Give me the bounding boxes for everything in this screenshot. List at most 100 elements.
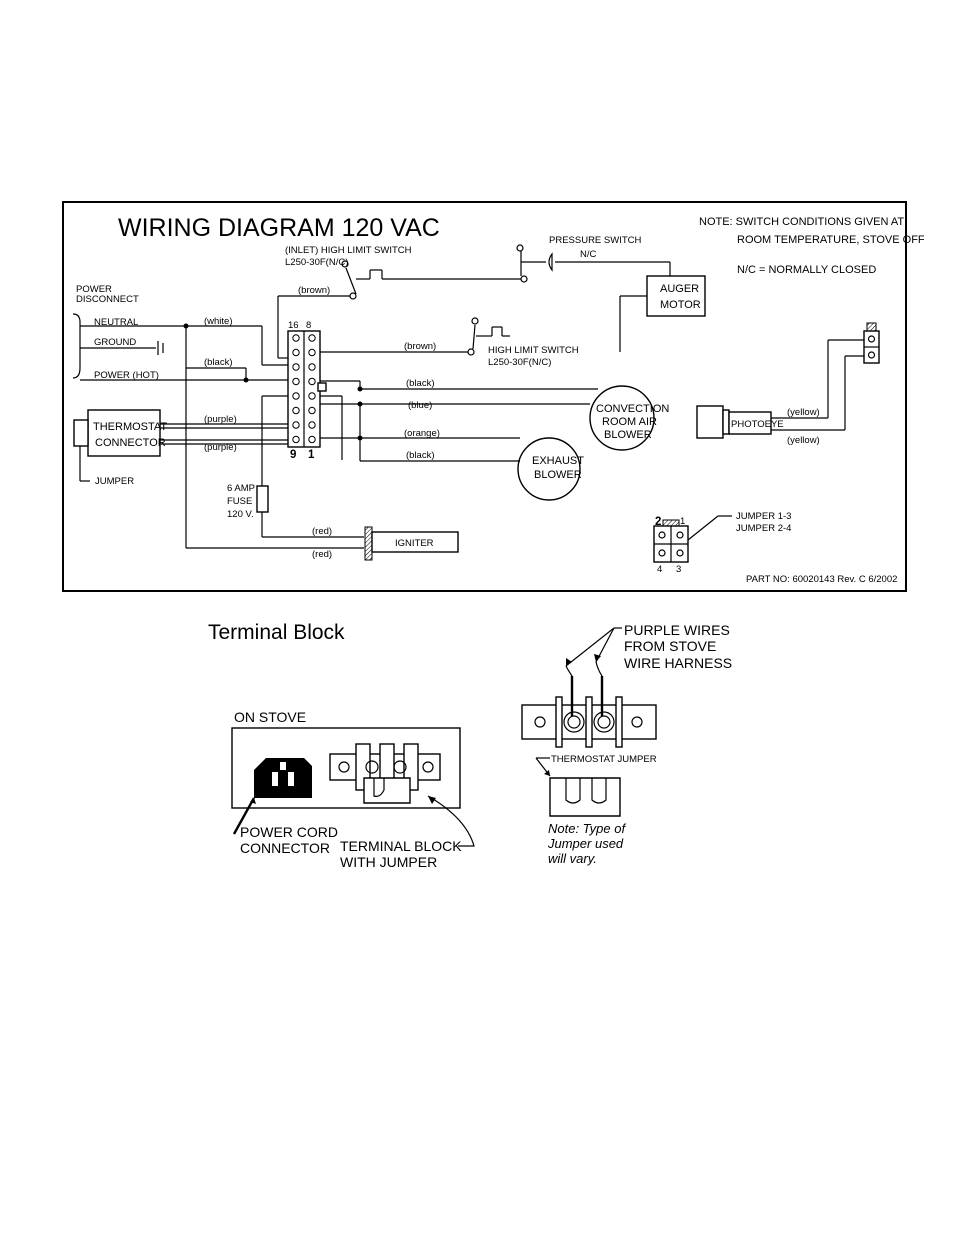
terminal-screw: [308, 348, 316, 357]
exhaust-blower: [517, 437, 581, 501]
terminal-jumper-label-2: WITH JUMPER: [340, 854, 437, 870]
power-disconnect-bracket: [72, 313, 81, 379]
jumper-label: JUMPER: [95, 476, 134, 487]
wire-auger-return: [619, 295, 647, 352]
jumper-leader: [687, 515, 719, 541]
thermostat-jumper-label: THERMOSTAT JUMPER: [551, 754, 657, 765]
high-limit-switch: [320, 317, 510, 356]
terminal-screw: [308, 363, 316, 371]
inlet-high-limit-switch: [341, 260, 521, 300]
thermostat-label-2: CONNECTOR: [95, 437, 166, 449]
power-hot-label: POWER (HOT): [94, 370, 159, 381]
pressure-switch-label-1: PRESSURE SWITCH: [549, 235, 642, 246]
wire-fuse: [186, 395, 364, 549]
igniter-mount: [364, 526, 373, 561]
plug-pin-3: 3: [676, 564, 681, 575]
thermostat-label-1: THERMOSTAT: [93, 421, 167, 433]
terminal-jumper-label-1: TERMINAL BLOCK: [340, 838, 462, 854]
exhaust-label-1: EXHAUST: [532, 455, 584, 467]
terminal-9-label: 9: [290, 449, 296, 461]
purple-wires-label-3: WIRE HARNESS: [624, 655, 732, 671]
power-cord-leader: [232, 797, 256, 835]
thermostat-connector-box: [87, 409, 161, 457]
power-disconnect-label-2: DISCONNECT: [76, 294, 139, 305]
wire-purple: [160, 423, 288, 445]
purple-wires-label-2: FROM STOVE: [624, 638, 716, 654]
terminal-screws: [292, 334, 316, 444]
auger-label-2: MOTOR: [660, 299, 701, 311]
plug-pin-1: 1: [680, 516, 685, 527]
terminal-screw: [292, 406, 300, 415]
wire-yellow: [771, 339, 864, 431]
thermostat-jumper-leader: [535, 757, 551, 777]
convection-label-1: CONVECTION: [596, 403, 669, 415]
convection-label-2: ROOM AIR: [602, 416, 657, 428]
note-type-3: will vary.: [548, 851, 597, 866]
photoeye: [696, 405, 772, 439]
inlet-switch-label-2: L250-30F(N/C): [285, 257, 348, 268]
wire-purple-label-2: (purple): [204, 442, 237, 453]
wiring-diagram-frame: [62, 201, 907, 592]
high-limit-label-1: HIGH LIMIT SWITCH: [488, 345, 579, 356]
jumper-13-label: JUMPER 1-3: [736, 511, 791, 522]
wire-white: [80, 323, 288, 548]
power-cord-label-2: CONNECTOR: [240, 840, 330, 856]
auger-label-1: AUGER: [660, 283, 699, 295]
fuse-label-2: FUSE: [227, 496, 252, 507]
note-type-2: Jumper used: [547, 836, 624, 851]
photoeye-label: PHOTOEYE: [731, 419, 784, 430]
wire-blue-label: (blue): [408, 400, 432, 411]
ground-label: GROUND: [94, 337, 136, 348]
wire-orange-label: (orange): [404, 428, 440, 439]
jumper-24-label: JUMPER 2-4: [736, 523, 791, 534]
terminal-block-heading: Terminal Block: [208, 621, 345, 644]
terminal-screw: [308, 377, 316, 386]
power-disconnect-label-1: POWER: [76, 284, 112, 295]
wire-white-label: (white): [204, 316, 233, 327]
pressure-switch-label-2: N/C: [580, 249, 597, 260]
terminal-strip: [287, 330, 321, 448]
wire-red-label-1: (red): [312, 526, 332, 537]
terminal-screw: [308, 406, 316, 415]
ground-symbol: [80, 341, 164, 355]
wire-convection: [320, 380, 598, 407]
fuse-label-1: 6 AMP: [227, 483, 255, 494]
wire-black-label: (black): [204, 357, 233, 368]
terminal-jumper-leader: [427, 795, 475, 847]
wire-brown-inlet: [277, 295, 350, 359]
neutral-label: NEUTRAL: [94, 317, 138, 328]
wire-brown-label-2: (brown): [404, 341, 436, 352]
part-number: PART NO: 60020143 Rev. C 6/2002: [746, 574, 897, 585]
stove-terminal-block: [329, 743, 441, 804]
terminal-16-label: 16: [288, 320, 299, 331]
high-limit-label-2: L250-30F(N/C): [488, 357, 551, 368]
terminal-screw: [308, 435, 316, 444]
note-line-1: NOTE: SWITCH CONDITIONS GIVEN AT: [699, 216, 904, 228]
wiring-title: WIRING DIAGRAM 120 VAC: [118, 214, 440, 242]
terminal-screw: [308, 334, 316, 342]
igniter-box: [371, 531, 459, 553]
detail-terminal-block: [521, 661, 657, 748]
terminal-screw: [292, 392, 300, 400]
terminal-screw: [292, 348, 300, 357]
terminal-screw: [292, 435, 300, 444]
purple-wires-label-1: PURPLE WIRES: [624, 622, 730, 638]
wire-red-label-2: (red): [312, 549, 332, 560]
thermostat-jumper-part: [549, 777, 621, 817]
convection-blower: [589, 385, 655, 451]
terminal-screw: [292, 421, 300, 429]
wire-brown-label-1: (brown): [298, 285, 330, 296]
jumper-plug: [653, 519, 689, 563]
terminal-screw: [308, 421, 316, 429]
wire-yellow-label-2: (yellow): [787, 435, 820, 446]
plug-pin-4: 4: [657, 564, 662, 575]
nc-note: N/C = NORMALLY CLOSED: [737, 264, 876, 276]
wire-yellow-label-1: (yellow): [787, 407, 820, 418]
convection-label-3: BLOWER: [604, 429, 652, 441]
power-cord-connector: [254, 758, 312, 798]
wire-exhaust: [317, 382, 520, 462]
purple-wires-leader: [565, 627, 622, 667]
fuse-label-3: 120 V.: [227, 509, 254, 520]
power-cord-label-1: POWER CORD: [240, 824, 338, 840]
